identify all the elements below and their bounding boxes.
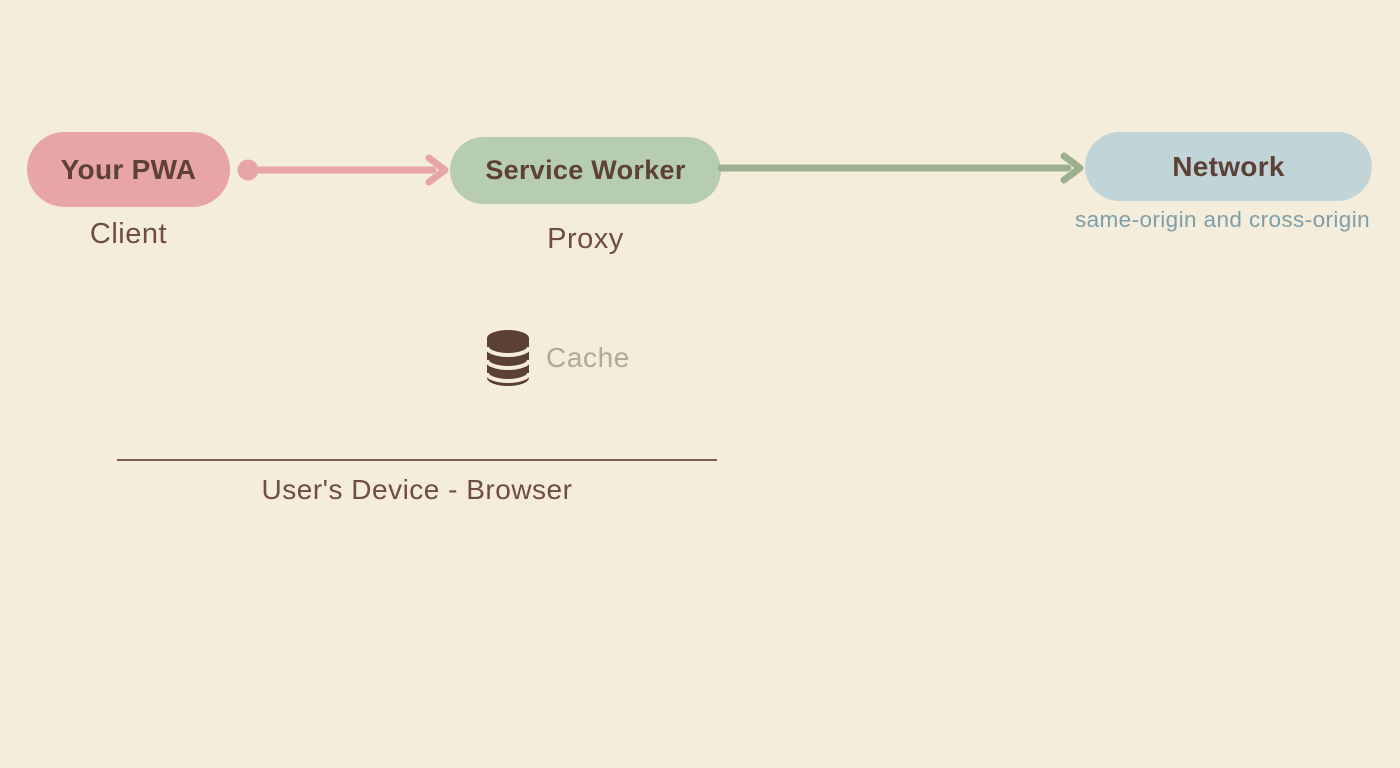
node-your-pwa-sublabel: Client	[89, 218, 168, 250]
device-boundary-label: User's Device - Browser	[261, 474, 573, 505]
cache-label: Cache	[546, 342, 630, 373]
cache-group: Cache	[486, 329, 630, 387]
node-service-worker-label: Service Worker	[485, 155, 686, 185]
arrow-pwa-to-service-worker	[237, 154, 449, 186]
database-icon	[486, 330, 530, 386]
node-network-label: Network	[1172, 150, 1285, 182]
node-service-worker-sublabel: Proxy	[547, 223, 624, 255]
arrow-service-worker-to-network	[718, 152, 1084, 184]
node-your-pwa-label: Your PWA	[60, 153, 197, 185]
node-network-sublabel: same-origin and cross-origin	[1074, 207, 1371, 232]
device-boundary-line	[117, 459, 717, 461]
node-network: Network	[1085, 132, 1372, 201]
node-service-worker: Service Worker	[450, 137, 721, 204]
arrowhead-icon	[425, 154, 449, 186]
arrowhead-icon	[1060, 152, 1084, 184]
node-your-pwa: Your PWA	[27, 132, 230, 207]
